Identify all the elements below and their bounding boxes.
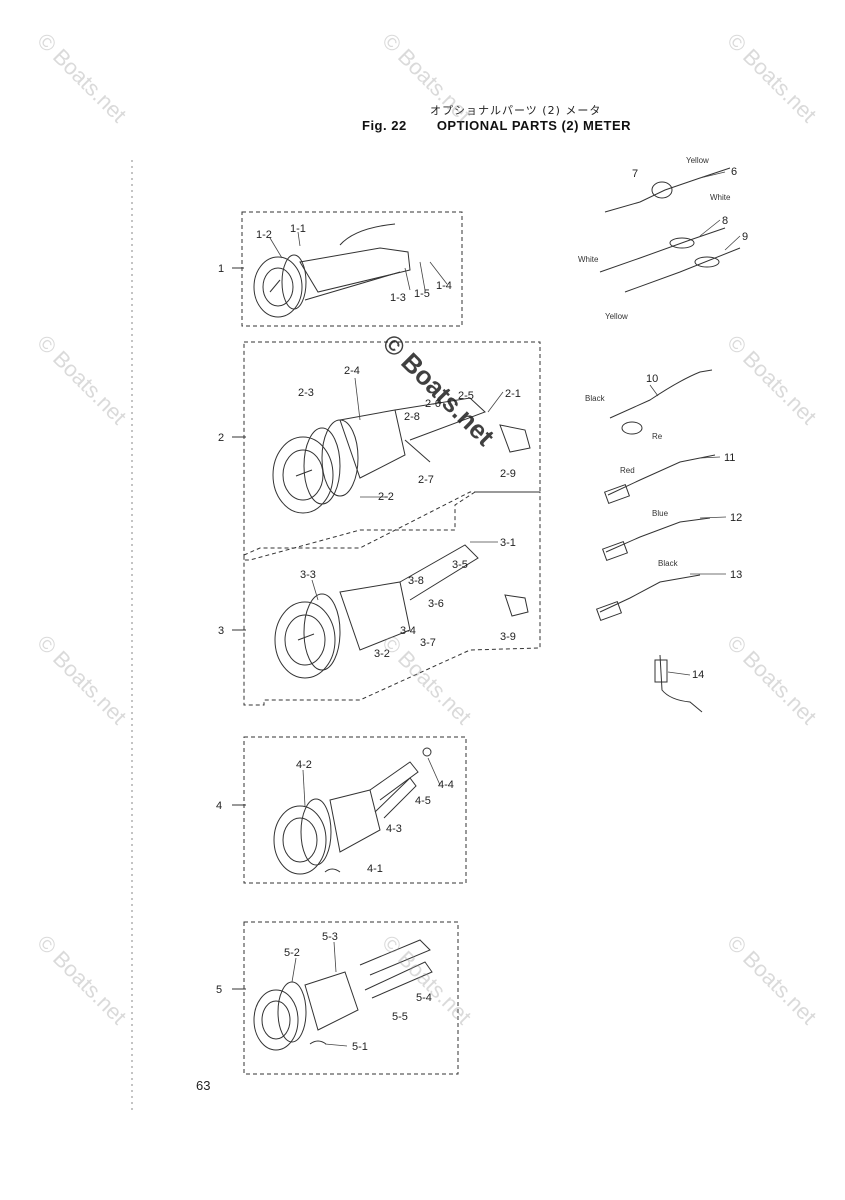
group-label-3: 3 xyxy=(218,625,224,637)
figure-number: Fig. 22 xyxy=(362,118,407,133)
group-box-1 xyxy=(241,211,463,327)
figure-title: Fig. 22 OPTIONAL PARTS (2) METER xyxy=(362,118,631,133)
part-label: 4-2 xyxy=(296,759,312,771)
part-label: 1-3 xyxy=(390,292,406,304)
part-label: 1-4 xyxy=(436,280,452,292)
part-label: 2-4 xyxy=(344,365,360,377)
part-label: 2-5 xyxy=(458,390,474,402)
part-label: 2-9 xyxy=(500,468,516,480)
group-label-1: 1 xyxy=(218,263,224,275)
wire-part-10 xyxy=(609,369,713,419)
group-label-4: 4 xyxy=(216,800,222,812)
group-box-5 xyxy=(243,921,459,1075)
part-label: 3-9 xyxy=(500,631,516,643)
part-label-12: 12 xyxy=(730,512,742,524)
gauge-face-4 xyxy=(273,805,327,875)
part-label-11: 11 xyxy=(724,452,735,464)
wire-part-8 xyxy=(599,227,726,273)
part-label-8: 8 xyxy=(722,215,728,227)
wire-color: White xyxy=(710,193,731,202)
figure-title-japanese: オプショナルパーツ (2) メータ xyxy=(430,104,602,117)
part-label: 2-8 xyxy=(404,411,420,423)
part-label: 3-3 xyxy=(300,569,316,581)
wire-color: Red xyxy=(620,466,635,475)
wire-part-9 xyxy=(624,247,741,293)
part-label: 3-1 xyxy=(500,537,516,549)
wire-color: Re xyxy=(652,432,663,441)
part-label-13: 13 xyxy=(730,569,742,581)
wire-part-13 xyxy=(599,574,701,613)
part-label: 1-5 xyxy=(414,288,430,300)
group-label-5: 5 xyxy=(216,984,222,996)
part-label: 2-7 xyxy=(418,474,434,486)
wire-color: Black xyxy=(658,559,679,568)
part-label: 4-3 xyxy=(386,823,402,835)
wire-part-14 xyxy=(659,654,703,713)
part-label: 1-2 xyxy=(256,229,272,241)
part-label: 2-2 xyxy=(378,491,394,503)
part-label-7: 7 xyxy=(632,168,638,180)
part-label-10: 10 xyxy=(646,373,658,385)
part-label-6: 6 xyxy=(731,166,737,178)
part-label: 4-1 xyxy=(367,863,383,875)
part-label-9: 9 xyxy=(742,231,748,243)
page-number: 63 xyxy=(196,1078,211,1093)
part-label: 1-1 xyxy=(290,223,306,235)
part-label: 3-4 xyxy=(400,625,416,637)
part-label-14: 14 xyxy=(692,669,704,681)
group-box-3 xyxy=(243,491,541,706)
wire-part-7 xyxy=(604,167,731,213)
part-label: 5-5 xyxy=(392,1011,408,1023)
part-label: 2-3 xyxy=(298,387,314,399)
wire-color: Yellow xyxy=(605,312,628,321)
part-label: 4-4 xyxy=(438,779,454,791)
wire-color: Blue xyxy=(652,509,669,518)
wire-color: Yellow xyxy=(686,156,709,165)
figure-title-english: OPTIONAL PARTS (2) METER xyxy=(436,118,632,133)
part-label: 3-7 xyxy=(420,637,436,649)
group-box-2 xyxy=(243,341,541,561)
group-label-2: 2 xyxy=(218,432,224,444)
wire-color: White xyxy=(578,255,599,264)
wire-color: Black xyxy=(585,394,606,403)
part-label: 5-4 xyxy=(416,992,432,1004)
wire-part-12 xyxy=(605,517,711,553)
wire-part-11 xyxy=(607,454,716,496)
part-label: 3-5 xyxy=(452,559,468,571)
part-label: 2-6 xyxy=(425,398,441,410)
part-label: 4-5 xyxy=(415,795,431,807)
gauge-face-2 xyxy=(272,436,334,514)
part-label: 5-1 xyxy=(352,1041,368,1053)
part-label: 3-6 xyxy=(428,598,444,610)
gauge-face-3 xyxy=(274,601,336,679)
part-label: 2-1 xyxy=(505,388,521,400)
part-label: 5-2 xyxy=(284,947,300,959)
gauge-face-5 xyxy=(253,989,299,1051)
part-label: 3-2 xyxy=(374,648,390,660)
group-box-4 xyxy=(243,736,467,884)
part-label: 5-3 xyxy=(322,931,338,943)
gauge-face-1 xyxy=(253,256,303,318)
part-label: 3-8 xyxy=(408,575,424,587)
